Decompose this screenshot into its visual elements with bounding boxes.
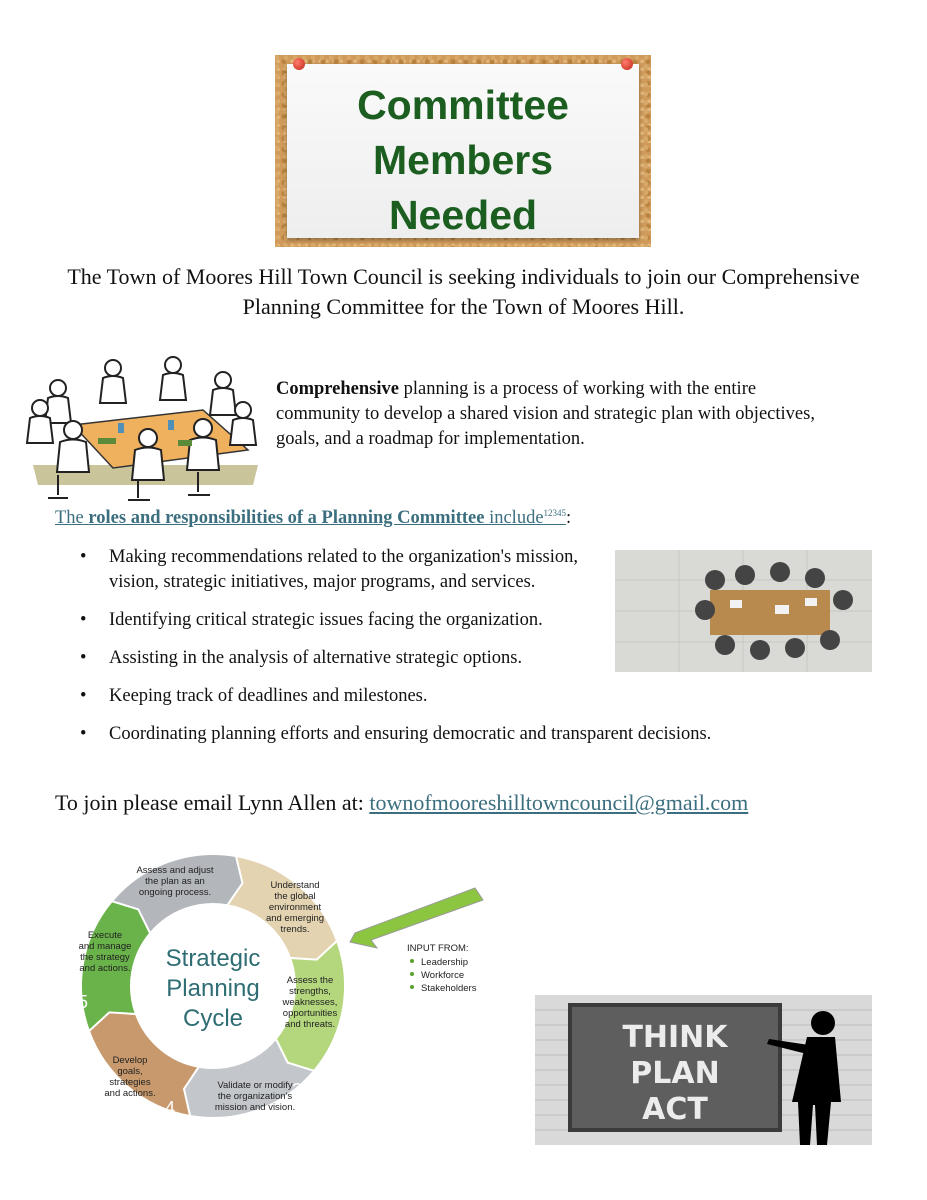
join-text: To join please email Lynn Allen at: xyxy=(55,790,370,815)
chalk-word: PLAN xyxy=(630,1056,719,1091)
input-title: INPUT FROM: xyxy=(407,943,469,954)
roles-sup: 12345 xyxy=(543,508,567,518)
cycle-step-text: Assess and adjust xyxy=(136,865,213,876)
cycle-step-text: and actions. xyxy=(79,963,130,974)
cycle-step-text: Execute xyxy=(88,930,122,941)
input-item: Stakeholders xyxy=(421,983,477,994)
bullet-icon xyxy=(410,959,414,963)
meeting-illustration xyxy=(25,356,258,501)
cycle-step-text: Assess the xyxy=(287,975,333,986)
cycle-step-text: Develop xyxy=(113,1055,148,1066)
cycle-step-text: the plan as an xyxy=(145,876,205,887)
email-link[interactable]: townofmooreshilltowncouncil@gmail.com xyxy=(369,790,749,815)
sign-title: Committee Members Needed xyxy=(287,78,639,243)
cycle-step-text: and emerging xyxy=(266,913,324,924)
committee-sign: Committee Members Needed xyxy=(275,55,651,247)
cycle-step-text: strengths, xyxy=(289,986,331,997)
cycle-step-text: Understand xyxy=(270,880,319,891)
cycle-step-text: Validate or modify xyxy=(217,1080,293,1091)
cycle-step-text: and threats. xyxy=(285,1019,335,1030)
sign-paper: Committee Members Needed xyxy=(287,64,639,238)
cycle-step-text: the strategy xyxy=(80,952,130,963)
roles-colon: : xyxy=(566,508,572,529)
presenter-silhouette xyxy=(767,1011,841,1145)
input-arrow-icon xyxy=(349,887,484,949)
comprehensive-paragraph: Comprehensive planning is a process of w… xyxy=(276,377,836,452)
list-item: Assisting in the analysis of alternative… xyxy=(80,646,795,671)
push-pin-icon xyxy=(621,58,633,70)
cycle-step-text: trends. xyxy=(280,924,309,935)
cycle-step-text: environment xyxy=(269,902,322,913)
input-item: Leadership xyxy=(421,957,468,968)
cycle-step-text: opportunities xyxy=(283,1008,338,1019)
cycle-segment xyxy=(110,853,244,936)
cycle-step-number: 6 xyxy=(130,862,140,882)
cycle-center-title: Cycle xyxy=(183,1005,243,1032)
roles-heading: The roles and responsibilities of a Plan… xyxy=(55,508,571,529)
push-pin-icon xyxy=(293,58,305,70)
cycle-step-text: the global xyxy=(274,891,315,902)
cycle-step-text: strategies xyxy=(109,1077,150,1088)
cycle-step-text: and actions. xyxy=(104,1088,155,1099)
comprehensive-bold: Comprehensive xyxy=(276,379,399,399)
bullet-icon xyxy=(410,972,414,976)
cycle-step-number: 4 xyxy=(165,1098,175,1118)
cycle-step-text: the organization's xyxy=(218,1091,292,1102)
cycle-step-number: 2 xyxy=(343,950,353,970)
sign-line: Members xyxy=(372,137,553,183)
list-item: Identifying critical strategic issues fa… xyxy=(80,608,795,633)
chalk-word: ACT xyxy=(642,1092,708,1127)
sign-line: Committee xyxy=(357,82,569,128)
team-meeting-photo xyxy=(615,550,872,672)
cycle-step-text: mission and vision. xyxy=(215,1102,295,1113)
comprehensive-rest: planning is a process of working with th… xyxy=(276,379,815,449)
list-item: Making recommendations related to the or… xyxy=(80,545,584,595)
cycle-center-title: Strategic xyxy=(166,945,261,972)
roles-bold: roles and responsibilities of a Planning… xyxy=(88,508,485,529)
cycle-step-text: ongoing process. xyxy=(139,887,211,898)
list-item: Coordinating planning efforts and ensuri… xyxy=(80,722,795,747)
cycle-step-number: 3 xyxy=(292,1080,302,1100)
cycle-step-text: and manage xyxy=(79,941,132,952)
cycle-center-title: Planning xyxy=(166,975,259,1002)
sign-line: Needed xyxy=(388,192,538,238)
cycle-step-number: 1 xyxy=(262,844,272,864)
bullet-icon xyxy=(410,985,414,989)
roles-prefix: The xyxy=(55,508,89,529)
input-item: Workforce xyxy=(421,970,464,981)
intro-text: The Town of Moores Hill Town Council is … xyxy=(67,264,860,319)
roles-suffix: include xyxy=(484,508,544,529)
chalk-word: THINK xyxy=(622,1020,729,1055)
cycle-step-number: 5 xyxy=(78,992,88,1012)
cycle-step-text: weaknesses, xyxy=(282,997,338,1008)
responsibilities-list: Making recommendations related to the or… xyxy=(80,545,795,760)
roles-heading-link[interactable]: The roles and responsibilities of a Plan… xyxy=(55,508,566,528)
think-plan-act-image: THINK PLAN ACT xyxy=(535,995,872,1145)
join-line: To join please email Lynn Allen at: town… xyxy=(55,790,748,816)
cycle-step-text: goals, xyxy=(117,1066,142,1077)
list-item: Keeping track of deadlines and milestone… xyxy=(80,684,795,709)
